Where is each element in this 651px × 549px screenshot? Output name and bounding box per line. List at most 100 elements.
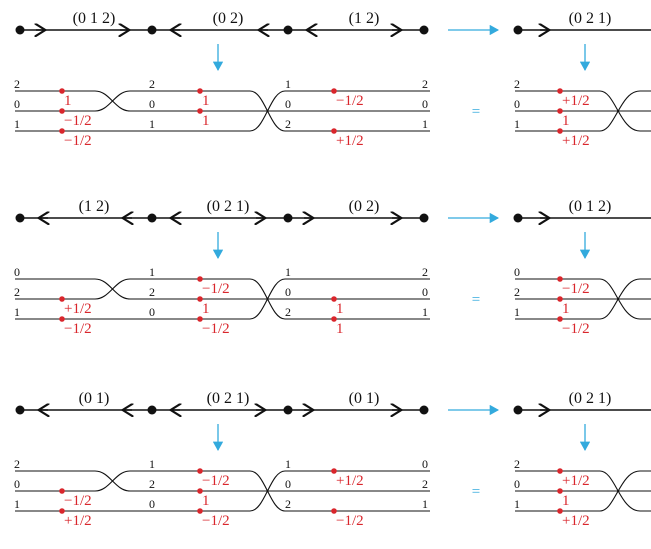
weight-label: −1/2 xyxy=(336,513,364,529)
strand-label: 1 xyxy=(422,117,428,131)
weight-dot xyxy=(59,508,65,514)
row-3: (0 1)(0 2 1)(0 1)(0 2 1)201120102021201=… xyxy=(14,390,651,529)
strand-label: 1 xyxy=(14,305,20,319)
strand-label: 2 xyxy=(14,285,20,299)
chain-node xyxy=(283,25,293,35)
strand-label: 2 xyxy=(285,497,291,511)
weight-dot xyxy=(197,316,203,322)
strand xyxy=(515,278,651,320)
strand-label: 1 xyxy=(14,497,20,511)
weight-label: −1/2 xyxy=(202,321,230,337)
chain-node xyxy=(513,405,523,415)
strand-label: 0 xyxy=(422,457,428,471)
equals-sign: = xyxy=(472,104,480,120)
chain-node xyxy=(147,405,157,415)
strand-label: 1 xyxy=(422,497,428,511)
weight-label: −1/2 xyxy=(64,113,92,129)
strand-label: 0 xyxy=(285,97,291,111)
weight-dot xyxy=(331,316,337,322)
weight-dot xyxy=(59,488,65,494)
strand-label: 1 xyxy=(514,497,520,511)
permutation-label: (0 2) xyxy=(213,10,244,27)
strand-label: 1 xyxy=(149,265,155,279)
weight-dot xyxy=(557,128,563,134)
weight-label: +1/2 xyxy=(64,513,92,529)
strand-label: 0 xyxy=(149,497,155,511)
chain-node xyxy=(283,213,293,223)
chain-node xyxy=(147,213,157,223)
chain-node xyxy=(513,25,523,35)
strand-label: 2 xyxy=(149,285,155,299)
strand-label: 1 xyxy=(514,305,520,319)
strand-label: 2 xyxy=(514,285,520,299)
strand-label: 0 xyxy=(14,265,20,279)
chain-node xyxy=(15,405,25,415)
strand-label: 1 xyxy=(514,117,520,131)
strand-label: 2 xyxy=(14,457,20,471)
strand-label: 0 xyxy=(149,305,155,319)
chain-node xyxy=(419,25,429,35)
row-1: (0 1 2)(0 2)(1 2)(0 2 1)201201102201201=… xyxy=(14,10,651,149)
permutation-label: (0 1 2) xyxy=(569,198,612,215)
chain-node xyxy=(513,213,523,223)
weight-label: 1 xyxy=(336,321,344,337)
weight-dot xyxy=(59,128,65,134)
strand-label: 2 xyxy=(14,77,20,91)
strand xyxy=(515,470,651,512)
strand-label: 0 xyxy=(422,97,428,111)
permutation-label: (1 2) xyxy=(349,10,380,27)
weight-label: −1/2 xyxy=(64,133,92,149)
strand xyxy=(15,90,250,112)
weight-label: −1/2 xyxy=(202,473,230,489)
weight-label: +1/2 xyxy=(562,93,590,109)
weight-dot xyxy=(557,88,563,94)
permutation-label: (0 2 1) xyxy=(207,390,250,407)
strand-label: 1 xyxy=(14,117,20,131)
strand-label: 2 xyxy=(422,265,428,279)
strand-label: 0 xyxy=(14,477,20,491)
weight-label: −1/2 xyxy=(336,93,364,109)
weight-label: +1/2 xyxy=(64,301,92,317)
weight-dot xyxy=(557,108,563,114)
weight-dot xyxy=(557,508,563,514)
equals-sign: = xyxy=(472,484,480,500)
weight-dot xyxy=(59,108,65,114)
weight-label: 1 xyxy=(202,493,210,509)
weight-dot xyxy=(59,296,65,302)
strand xyxy=(15,278,430,320)
weight-label: −1/2 xyxy=(64,321,92,337)
strand-label: 1 xyxy=(285,457,291,471)
weight-label: +1/2 xyxy=(562,473,590,489)
permutation-label: (0 1) xyxy=(79,390,110,407)
weight-dot xyxy=(59,88,65,94)
weight-dot xyxy=(197,508,203,514)
strand-label: 1 xyxy=(149,117,155,131)
strand-label: 0 xyxy=(285,477,291,491)
strand-label: 2 xyxy=(285,305,291,319)
permutation-label: (1 2) xyxy=(79,198,110,215)
strand xyxy=(515,90,651,132)
weight-label: +1/2 xyxy=(336,133,364,149)
weight-label: −1/2 xyxy=(562,281,590,297)
weight-label: −1/2 xyxy=(202,281,230,297)
weight-dot xyxy=(557,276,563,282)
weight-label: −1/2 xyxy=(64,493,92,509)
strand xyxy=(15,470,430,512)
chain-node xyxy=(15,213,25,223)
weight-label: 1 xyxy=(202,301,210,317)
permutation-label: (0 2 1) xyxy=(569,10,612,27)
weight-label: 1 xyxy=(336,301,344,317)
chain-node xyxy=(147,25,157,35)
strand-label: 2 xyxy=(422,477,428,491)
weight-label: 1 xyxy=(562,113,570,129)
weight-label: −1/2 xyxy=(562,321,590,337)
weight-label: +1/2 xyxy=(562,133,590,149)
permutation-label: (0 1) xyxy=(349,390,380,407)
weight-label: 1 xyxy=(64,93,72,109)
strand-label: 1 xyxy=(422,305,428,319)
permutation-label: (0 2 1) xyxy=(207,198,250,215)
weight-dot xyxy=(331,468,337,474)
row-2: (1 2)(0 2 1)(0 2)(0 1 2)021120102201021=… xyxy=(14,198,651,337)
strand-label: 0 xyxy=(422,285,428,299)
